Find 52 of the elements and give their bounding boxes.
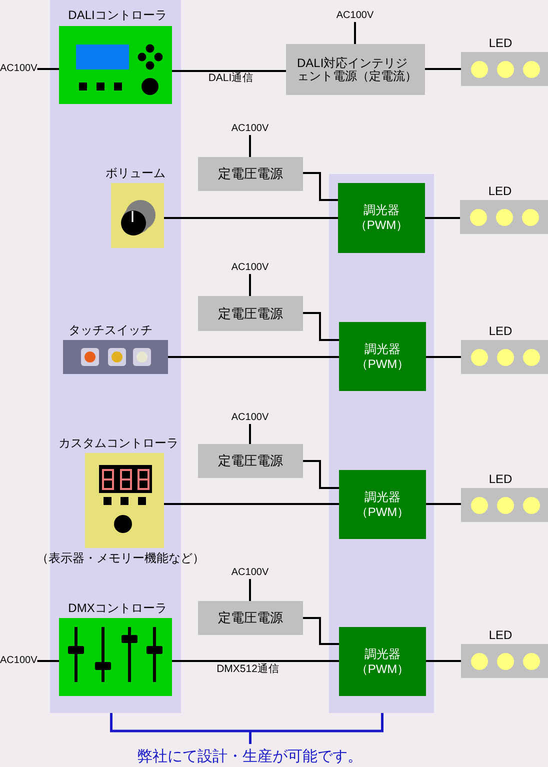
connector-line (249, 135, 251, 157)
power-supply-box: DALI対応インテリジェント電源（定電流） (286, 44, 425, 95)
edge-label: DMX512通信 (216, 664, 280, 675)
connector-line (164, 503, 339, 505)
connector-line (249, 274, 251, 296)
device-label: LED (488, 628, 512, 642)
connector-line (303, 312, 339, 341)
dimmer-box: 調光器（PWM） (339, 322, 426, 391)
connector-line (164, 217, 338, 219)
device-label: DALIコントローラ (68, 8, 167, 22)
column-band (329, 174, 434, 713)
power-supply-box: 定電圧電源 (198, 157, 303, 191)
power-supply-box: 定電圧電源 (198, 601, 303, 635)
connector-line (425, 68, 461, 70)
power-supply-box: 定電圧電源 (198, 296, 303, 331)
device-label: カスタムコントローラ (58, 436, 178, 450)
connector-line (37, 660, 59, 662)
connector-line (249, 579, 251, 601)
connector-line (303, 617, 339, 645)
device-label: LED (488, 184, 512, 198)
dimmer-box: 調光器（PWM） (339, 470, 426, 539)
power-supply-box: 定電圧電源 (198, 444, 303, 478)
device-label: LED (488, 324, 512, 338)
voltage-label: AC100V (231, 412, 269, 424)
device-note: （表示器・メモリー機能など） (36, 551, 204, 565)
voltage-label: AC100V (231, 123, 269, 135)
device-label: LED (488, 36, 512, 50)
connector-line (172, 660, 339, 662)
connector-line (426, 660, 461, 662)
dimmer-box: 調光器（PWM） (338, 183, 425, 253)
connector-line (172, 70, 286, 72)
device-label: タッチスイッチ (68, 323, 152, 337)
connector-line (426, 356, 461, 358)
dimmer-box: 調光器（PWM） (339, 627, 426, 696)
connector-line (425, 217, 460, 219)
voltage-label: AC100V (0, 655, 38, 667)
connector-line (303, 460, 339, 489)
voltage-label: AC100V (231, 262, 269, 274)
bracket-label: 弊社にて設計・生産が可能です。 (138, 748, 362, 766)
connector-line (37, 68, 59, 70)
connector-line (354, 22, 356, 44)
connector-line (249, 424, 251, 444)
device-label: ボリューム (106, 166, 166, 180)
voltage-label: AC100V (0, 63, 38, 75)
edge-label: DALI通信 (208, 73, 254, 84)
connector-line (168, 356, 339, 358)
connector-line (303, 172, 338, 201)
device-label: LED (488, 472, 512, 486)
voltage-label: AC100V (336, 10, 374, 22)
voltage-label: AC100V (231, 567, 269, 579)
device-label: DMXコントローラ (68, 601, 167, 615)
connector-line (426, 503, 461, 505)
